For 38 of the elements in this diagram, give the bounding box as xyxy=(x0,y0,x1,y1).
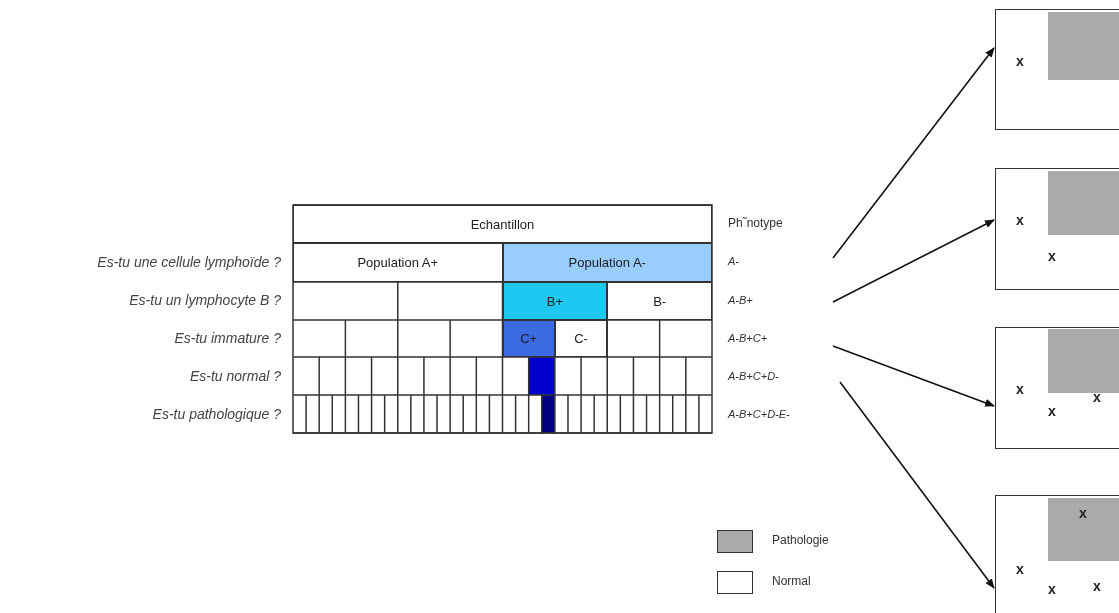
data-point-mark: x xyxy=(1079,505,1087,521)
phenotype-label: A-B+C+D-E- xyxy=(728,408,790,420)
arrow xyxy=(832,47,995,259)
data-point-mark: x xyxy=(1016,53,1024,69)
data-point-mark: x xyxy=(1093,389,1101,405)
phenotype-label: A-B+C+D- xyxy=(728,370,779,382)
data-point-mark: x xyxy=(1093,578,1101,594)
arrow xyxy=(832,219,995,303)
plot-box xyxy=(995,327,1119,449)
plot-box xyxy=(995,9,1119,130)
data-point-mark: x xyxy=(1016,561,1024,577)
question-label: Es-tu un lymphocyte B ? xyxy=(129,292,281,308)
phenotype-label: A- xyxy=(728,255,739,267)
data-point-mark: x xyxy=(1048,248,1056,264)
phenotype-label: A-B+ xyxy=(728,294,753,306)
header-cell: Echantillon xyxy=(293,205,712,243)
question-label: Es-tu une cellule lymphoïde ? xyxy=(97,254,281,270)
question-label: Es-tu immature ? xyxy=(174,330,281,346)
question-label: Es-tu normal ? xyxy=(189,368,281,384)
legend-label: Pathologie xyxy=(772,533,829,547)
category-cell: B- xyxy=(607,282,712,320)
legend-label: Normal xyxy=(772,574,811,588)
arrow xyxy=(832,345,995,407)
arrow xyxy=(839,381,995,589)
category-cell: B+ xyxy=(502,282,608,320)
data-point-mark: x xyxy=(1048,403,1056,419)
data-point-mark: x xyxy=(1048,581,1056,597)
category-cell: C- xyxy=(554,320,608,357)
category-cell: C+ xyxy=(502,320,555,357)
population-cell: Population A- xyxy=(502,243,712,282)
plot-box xyxy=(995,168,1119,290)
phenotype-label: A-B+C+ xyxy=(728,332,768,344)
population-cell: Population A+ xyxy=(293,243,503,282)
question-label: Es-tu pathologique ? xyxy=(152,406,281,422)
plot-box xyxy=(995,495,1119,613)
data-point-mark: x xyxy=(1016,381,1024,397)
column-header: Ph˜notype xyxy=(728,216,783,230)
data-point-mark: x xyxy=(1016,212,1024,228)
